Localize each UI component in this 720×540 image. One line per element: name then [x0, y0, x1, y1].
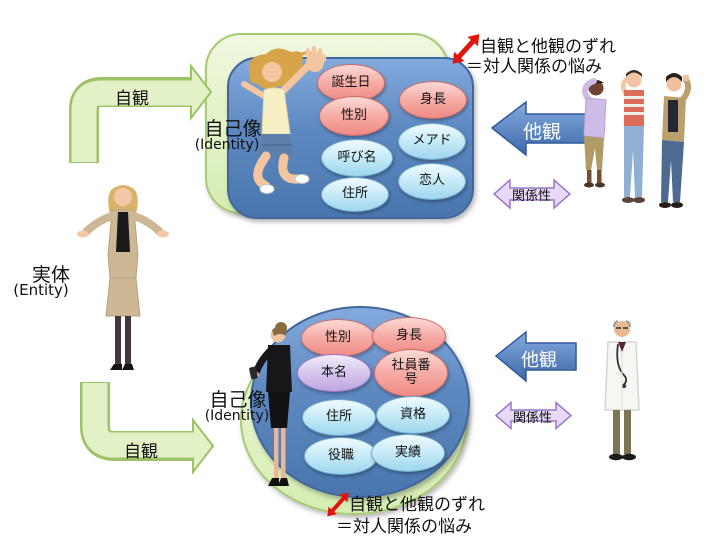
entity-label: 実体 [31, 264, 71, 286]
identity-sublabel-bottom: (Identity) [204, 408, 270, 424]
relationship-label-top: 関係性 [512, 189, 552, 204]
self-view-label-bottom: 自観 [124, 442, 158, 462]
self-image-photo-jumping-girl [241, 45, 327, 194]
attribute-oval: 資格 [376, 396, 450, 434]
gap-note-line1-top: 自観と他観のずれ [480, 37, 616, 57]
attribute-oval: メアド [398, 123, 466, 160]
attribute-oval: 住所 [321, 177, 389, 212]
gap-note-line2-bottom: ＝対人関係の悩み [336, 517, 472, 537]
attribute-oval: 住所 [302, 399, 376, 436]
mismatch-arrow-icon-bottom [327, 492, 349, 517]
attribute-oval: 恋人 [398, 163, 466, 200]
observers-photo-dancers [582, 70, 692, 208]
observers-photo-doctor [604, 320, 640, 461]
self-view-arrow-bottom [80, 382, 215, 475]
attribute-oval: 本名 [297, 354, 371, 392]
attribute-oval: 誕生日 [317, 64, 385, 102]
mismatch-arrow-icon-top [452, 34, 480, 64]
self-view-label-top: 自観 [115, 89, 149, 109]
attribute-oval: 性別 [301, 319, 375, 357]
gap-note-line1-bottom: 自観と他観のずれ [349, 495, 485, 515]
relationship-label-bottom: 関係性 [513, 411, 553, 426]
gap-note-line2-top: ＝対人関係の悩み [466, 57, 602, 77]
attribute-oval: 呼び名 [321, 139, 393, 177]
attribute-oval: 実績 [371, 434, 445, 472]
self-view-arrow-top [69, 63, 213, 163]
identity-label-top: 自己像 [204, 118, 262, 140]
relationship-arrow-bottom [494, 400, 573, 431]
self-image-photo-businesswoman [249, 322, 292, 486]
attribute-oval: 身長 [399, 81, 467, 119]
attribute-oval: 役職 [304, 437, 378, 475]
relationship-arrow-top [492, 178, 572, 210]
entity-person-photo [77, 185, 169, 370]
entity-sublabel: (Entity) [13, 281, 69, 299]
identity-sublabel-top: (Identity) [194, 137, 260, 153]
attribute-oval: 性別 [319, 96, 389, 136]
other-view-label-bottom: 他観 [521, 350, 557, 371]
attribute-oval: 社員番号 [374, 349, 448, 397]
other-view-label-top: 他観 [523, 121, 562, 143]
identity-label-bottom: 自己像 [209, 389, 267, 411]
other-view-arrow-bottom [494, 330, 577, 383]
